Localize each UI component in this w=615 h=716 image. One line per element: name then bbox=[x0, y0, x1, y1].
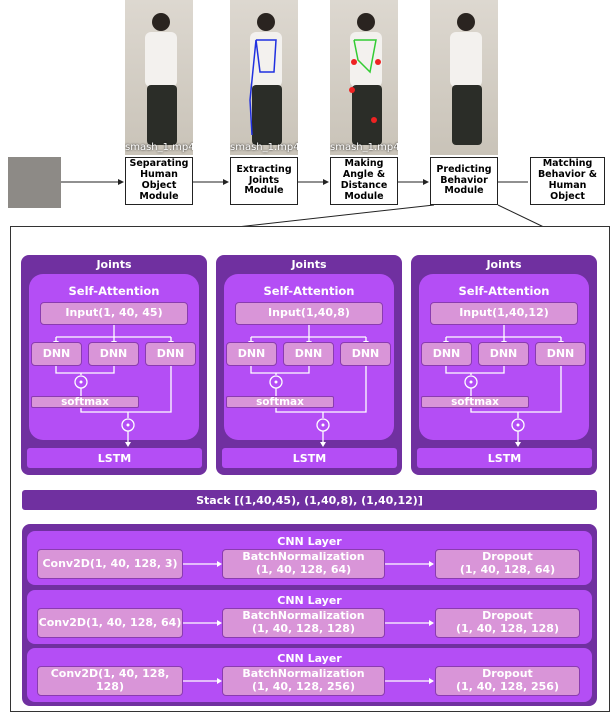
self-attention-title: Self-Attention bbox=[68, 284, 160, 298]
self-attention-title: Self-Attention bbox=[458, 284, 550, 298]
dnn-box: DNN bbox=[535, 342, 586, 366]
lstm-bar: LSTM bbox=[222, 448, 397, 468]
person-figure bbox=[450, 13, 482, 145]
dnn-box: DNN bbox=[88, 342, 139, 366]
video-frame-1: smash_1.mp4 bbox=[125, 0, 193, 155]
input-video-frame bbox=[8, 157, 61, 208]
softmax-box: softmax bbox=[226, 396, 334, 408]
attention-arrows bbox=[53, 325, 174, 447]
conv2d-box: Conv2D(1, 40, 128, 64) bbox=[37, 608, 183, 638]
joints-title: Joints bbox=[96, 258, 132, 271]
cnn-layer-title: CNN Layer bbox=[277, 652, 342, 665]
module-box-2: Extracting Joints Module bbox=[230, 157, 298, 205]
cnn-layer-title: CNN Layer bbox=[277, 594, 342, 607]
batch-normalization-box: BatchNormalization (1, 40, 128, 256) bbox=[222, 666, 385, 696]
video-caption: smash_1.mp4 bbox=[330, 142, 398, 153]
joints-title: Joints bbox=[486, 258, 522, 271]
stack-bar: Stack [(1,40,45), (1,40,8), (1,40,12)] bbox=[22, 490, 597, 510]
dnn-box: DNN bbox=[283, 342, 334, 366]
attention-arrows bbox=[248, 325, 369, 447]
dnn-box: DNN bbox=[226, 342, 277, 366]
softmax-box: softmax bbox=[421, 396, 529, 408]
lstm-bar: LSTM bbox=[27, 448, 202, 468]
dnn-box: DNN bbox=[478, 342, 529, 366]
person-figure bbox=[249, 13, 282, 145]
flow-arrows bbox=[183, 620, 434, 626]
conv2d-box: Conv2D(1, 40, 128, 128) bbox=[37, 666, 183, 696]
batch-normalization-box: BatchNormalization (1, 40, 128, 64) bbox=[222, 549, 385, 579]
input-box: Input(1,40,8) bbox=[235, 302, 383, 325]
input-box: Input(1, 40, 45) bbox=[40, 302, 188, 325]
module-box-1: Separating Human Object Module bbox=[125, 157, 193, 205]
input-box: Input(1,40,12) bbox=[430, 302, 578, 325]
flow-arrows bbox=[183, 561, 434, 567]
joints-title: Joints bbox=[291, 258, 327, 271]
video-frame-2: smash_1.mp4 bbox=[230, 0, 298, 155]
dropout-box: Dropout (1, 40, 128, 256) bbox=[435, 666, 580, 696]
dnn-box: DNN bbox=[340, 342, 391, 366]
module-box-4: Predicting Behavior Module bbox=[430, 157, 498, 205]
video-caption: smash_1.mp4 bbox=[125, 142, 193, 153]
dnn-box: DNN bbox=[421, 342, 472, 366]
video-frame-4 bbox=[430, 0, 498, 155]
dropout-box: Dropout (1, 40, 128, 128) bbox=[435, 608, 580, 638]
dropout-box: Dropout (1, 40, 128, 64) bbox=[435, 549, 580, 579]
module-box-5: Matching Behavior & Human Object bbox=[530, 157, 605, 205]
module-box-3: Making Angle & Distance Module bbox=[330, 157, 398, 205]
flow-arrows bbox=[183, 678, 434, 684]
dnn-box: DNN bbox=[31, 342, 82, 366]
batch-normalization-box: BatchNormalization (1, 40, 128, 128) bbox=[222, 608, 385, 638]
video-caption: smash_1.mp4 bbox=[230, 142, 298, 153]
attention-arrows bbox=[443, 325, 564, 447]
person-figure bbox=[145, 13, 177, 145]
dnn-box: DNN bbox=[145, 342, 196, 366]
softmax-box: softmax bbox=[31, 396, 139, 408]
conv2d-box: Conv2D(1, 40, 128, 3) bbox=[37, 549, 183, 579]
self-attention-title: Self-Attention bbox=[263, 284, 355, 298]
video-frame-3: smash_1.mp4 bbox=[330, 0, 398, 155]
cnn-layer-title: CNN Layer bbox=[277, 535, 342, 548]
lstm-bar: LSTM bbox=[417, 448, 592, 468]
person-figure bbox=[349, 13, 382, 145]
